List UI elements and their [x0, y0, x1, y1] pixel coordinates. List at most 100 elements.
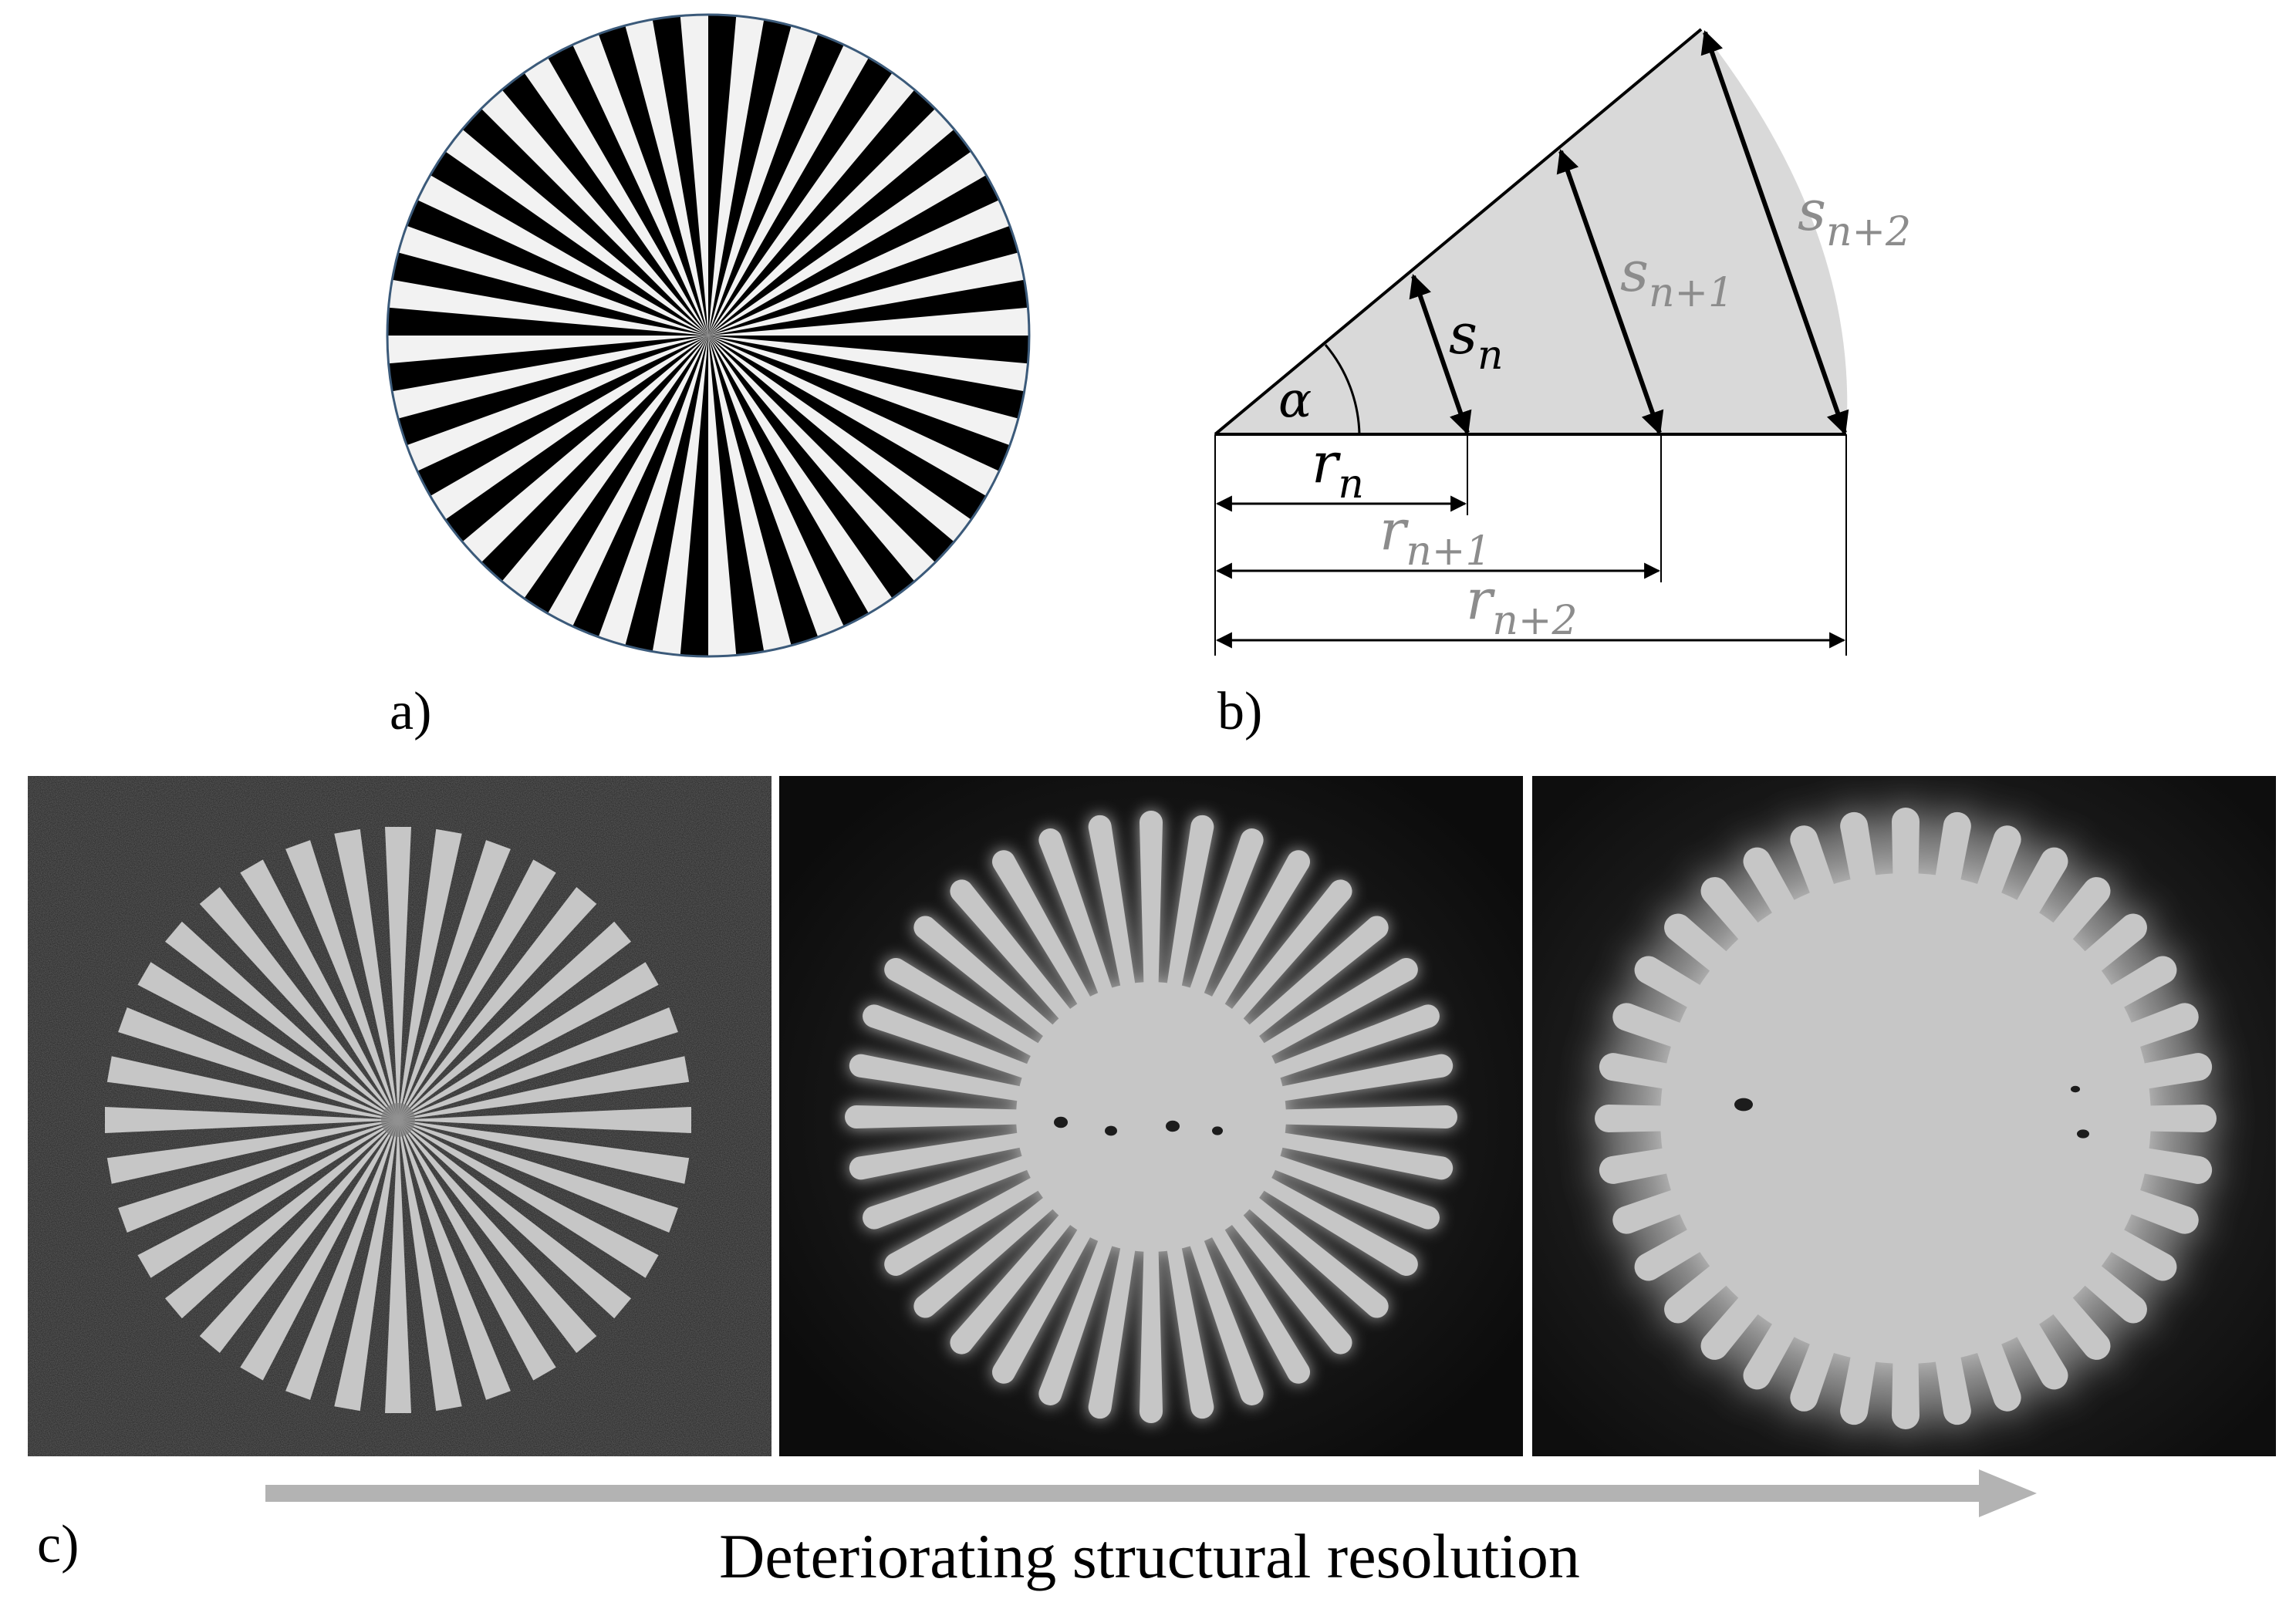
- scan-spoke: [1248, 958, 1418, 1065]
- panel-a-label: a): [390, 682, 431, 741]
- scan-spoke: [1257, 1149, 1440, 1230]
- scan-spoke: [397, 886, 597, 1121]
- scan-spoke: [1140, 1233, 1163, 1423]
- s-n2-label: sn+2: [1798, 178, 1911, 255]
- scan-spoke: [1264, 1130, 1454, 1180]
- star-wedge: [708, 225, 1018, 336]
- scan-spoke: [950, 1201, 1082, 1354]
- scan-spoke: [334, 828, 399, 1121]
- scan-spoke: [105, 1107, 398, 1133]
- scan-spoke: [1235, 1186, 1389, 1318]
- scan-spoke: [118, 1119, 399, 1233]
- star-wedge: [708, 129, 971, 336]
- star-wedge: [708, 336, 765, 656]
- s-n-arrow: [1409, 274, 1472, 435]
- scan-spoke: [1164, 815, 1214, 1004]
- scan-spoke: [849, 1130, 1038, 1180]
- scan-spoke: [1595, 1105, 1682, 1132]
- star-wedge: [388, 336, 708, 392]
- artifact-hole: [1212, 1126, 1223, 1135]
- sector-fill: [1215, 29, 1848, 434]
- scan-spoke: [199, 1119, 399, 1354]
- scan-spoke: [1088, 1230, 1138, 1419]
- scan-spoke: [397, 962, 659, 1121]
- scan-spoke: [1038, 828, 1119, 1011]
- star-wedge: [481, 336, 708, 582]
- scan-spoke: [1183, 828, 1264, 1011]
- star-wedge: [407, 200, 708, 336]
- s-n1-label: sn+1: [1620, 239, 1734, 316]
- scan-spoke: [1220, 879, 1352, 1033]
- scan-spoke: [137, 1119, 399, 1278]
- scan-spoke: [845, 1105, 1035, 1128]
- angle-arc: [1324, 344, 1361, 435]
- scan-spoke: [397, 1119, 678, 1233]
- scan-spoke: [1164, 1230, 1214, 1419]
- scan-spoke: [397, 1056, 690, 1121]
- star-wedge: [501, 73, 708, 336]
- star-wedge: [417, 336, 708, 496]
- star-wedge: [430, 151, 708, 336]
- star-wedge: [398, 336, 708, 446]
- star-wedge: [708, 336, 869, 627]
- scan-spoke: [334, 1119, 399, 1412]
- alpha-label: α: [1278, 372, 1312, 429]
- siemens-star: [386, 13, 1031, 658]
- star-wedges: [387, 15, 1029, 656]
- s-n1-arrow: [1556, 149, 1664, 435]
- artifact-hole: [1054, 1116, 1068, 1128]
- scan-spoke: [106, 1056, 399, 1121]
- star-wedge: [598, 25, 708, 336]
- scan-spoke: [1267, 1105, 1457, 1128]
- scan-spoke: [397, 1119, 632, 1319]
- star-wedge: [708, 336, 954, 563]
- scan-spoke: [849, 1054, 1038, 1104]
- scan-center-disc: [1016, 982, 1286, 1252]
- scan-spoke: [863, 1149, 1045, 1230]
- sector-upper-edge: [1214, 28, 1703, 436]
- r-n-label: rn: [1312, 430, 1364, 508]
- scan-spoke: [1892, 1342, 1920, 1429]
- star-wedge: [524, 336, 708, 614]
- scan-spoke: [240, 1119, 399, 1381]
- scan-spoke: [285, 840, 399, 1121]
- scan-image-blurry: [1532, 776, 2276, 1456]
- scan-spoke: [1220, 1201, 1352, 1354]
- scan-spoke: [397, 1119, 462, 1412]
- scan-spoke: [913, 916, 1067, 1048]
- artifact-hole: [2071, 1085, 2080, 1093]
- scan-image-medium: [779, 776, 1523, 1456]
- scan-center: [381, 1103, 415, 1137]
- scan-spoke: [397, 828, 462, 1121]
- artifact-hole: [1105, 1125, 1117, 1136]
- artifact-hole: [1166, 1120, 1180, 1132]
- star-wedge: [708, 336, 1010, 471]
- scan-spoke: [164, 921, 399, 1121]
- scan-spoke: [385, 1120, 411, 1413]
- star-wedge: [708, 34, 844, 336]
- scan-spoke: [397, 1007, 678, 1121]
- star-wedge: [708, 336, 915, 599]
- scan-spoke: [1264, 1054, 1454, 1104]
- star-wedge: [708, 336, 819, 646]
- panel-b-label: b): [1217, 682, 1262, 741]
- star-wedge: [708, 89, 936, 336]
- scan-spoke: [950, 879, 1082, 1033]
- s-n2-arrow: [1700, 30, 1849, 435]
- star-wedge: [680, 336, 708, 656]
- star-wedge: [625, 336, 708, 652]
- scan-spoke: [285, 1119, 399, 1400]
- scan-spoke: [1038, 1223, 1119, 1405]
- star-wedge: [652, 15, 708, 336]
- scan-spoke: [1088, 815, 1138, 1004]
- scan-spoke: [385, 827, 411, 1120]
- scan-image-sharp: [28, 776, 772, 1456]
- star-wedge: [708, 336, 987, 520]
- scan-spoke: [397, 921, 632, 1121]
- scan-spoke: [240, 859, 399, 1121]
- star-wedge: [708, 336, 1029, 364]
- scan-spoke: [1203, 1213, 1310, 1384]
- scan-spoke: [1183, 1223, 1264, 1405]
- scan-spoke: [1248, 1169, 1418, 1276]
